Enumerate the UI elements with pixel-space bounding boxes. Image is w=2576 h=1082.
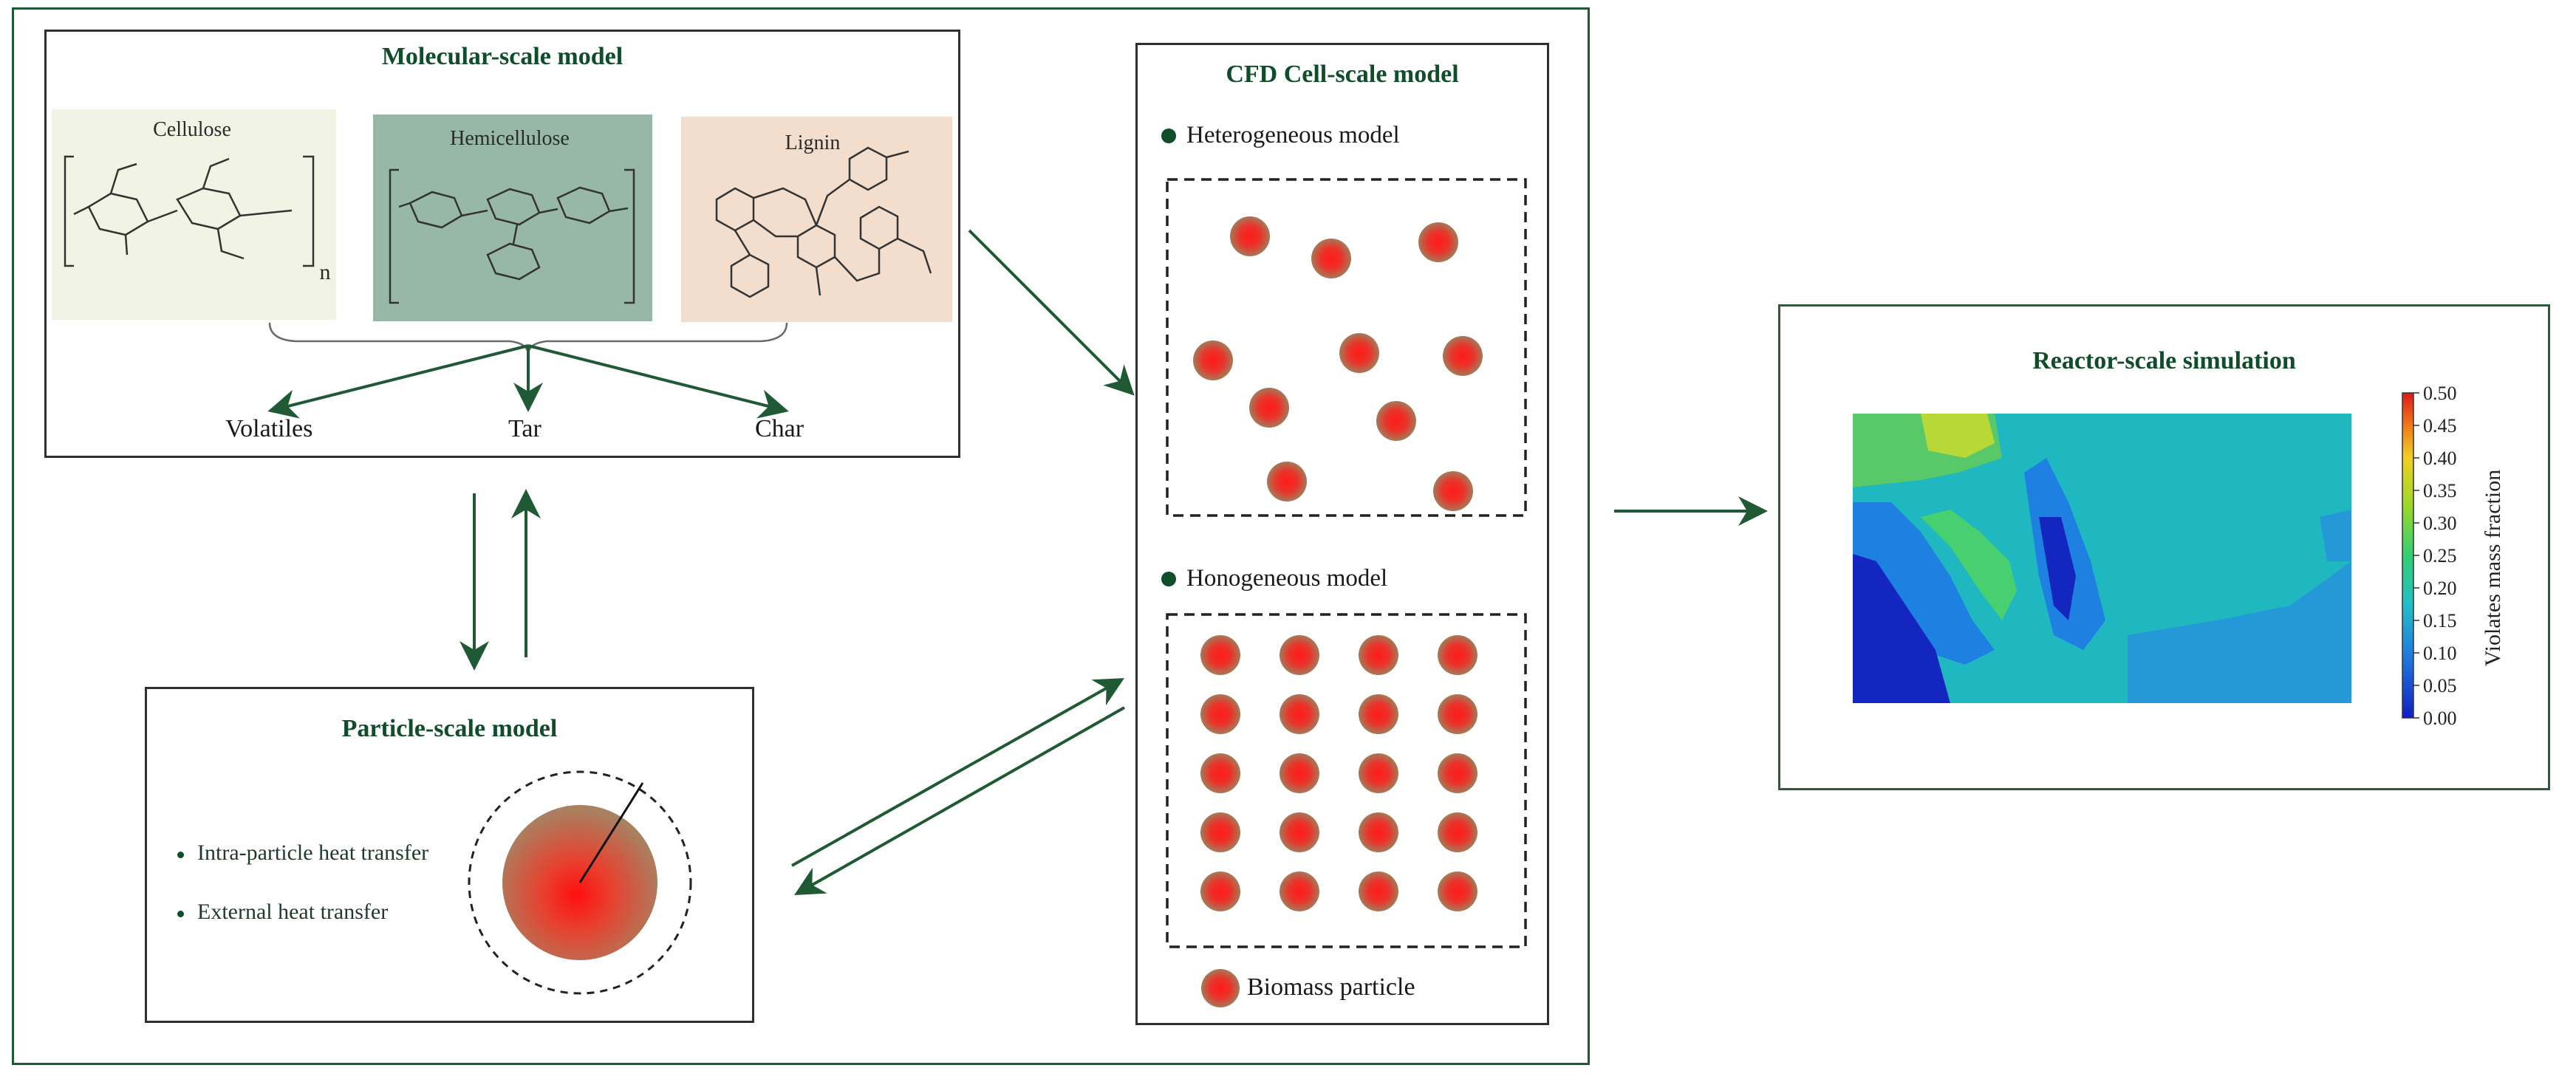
biomass-particle [1418,222,1458,262]
biomass-particle [1200,694,1240,734]
heterogeneous-particles [1193,216,1483,511]
lignin-label: Lignin [785,131,841,154]
biomass-particle [1249,388,1289,428]
biomass-particle [1359,694,1398,734]
biomass-particle [1311,239,1351,278]
biomass-particle [1359,872,1398,911]
colorbar-tick-label: 0.00 [2423,708,2457,729]
biomass-particle [1280,753,1319,793]
cellulose-bracket-right [303,155,315,267]
cellulose-panel [52,109,336,320]
colorbar-tick-label: 0.50 [2423,383,2457,404]
biomass-particle [1200,753,1240,793]
biomass-particle [1438,812,1477,852]
biomass-particle [1359,635,1398,675]
cfd-cell-scale-panel [1135,43,1549,1025]
arrow-particle-to-cfd [791,678,1124,867]
product-tar: Tar [508,415,541,442]
reactor-scale-title: Reactor-scale simulation [2032,347,2296,374]
bullet-dot-icon [177,851,184,858]
particle-bullet-intra: Intra-particle heat transfer [177,840,428,866]
colorbar-tick-label: 0.20 [2423,578,2457,599]
biomass-particle [1443,336,1483,376]
biomass-particle [1280,872,1319,911]
biomass-particle [1280,812,1319,852]
heterogeneous-text: Heterogeneous model [1186,122,1400,148]
biomass-particle [1193,340,1233,380]
biomass-particle [1359,753,1398,793]
biomass-particle [1438,635,1477,675]
bullet-dot-icon [1161,572,1176,586]
homogeneous-region [1166,613,1527,948]
cellulose-label: Cellulose [153,118,231,141]
particle-bullet-intra-text: Intra-particle heat transfer [197,840,429,865]
biomass-particle [1267,462,1307,501]
colorbar-tick-label: 0.45 [2423,415,2457,436]
cfd-cell-scale-title: CFD Cell-scale model [1226,61,1459,88]
particle-scale-title: Particle-scale model [341,715,558,742]
biomass-particle [1438,694,1477,734]
colorbar-ticks: 0.50 0.45 0.40 0.35 0.30 0.25 0.20 0.15 0.10 0.05… [2413,383,2457,729]
colorbar-tick-label: 0.30 [2423,513,2457,534]
particle-bullet-external: External heat transfer [177,900,388,925]
arrow-to-volatiles [267,344,529,419]
surface-indicator [626,782,644,807]
biomass-particle [1230,216,1270,256]
colorbar-tick-label: 0.25 [2423,545,2457,566]
biomass-particle [1200,635,1240,675]
hemicellulose-label: Hemicellulose [450,127,570,150]
particle-boundary-layer [468,770,692,995]
colorbar-tick-label: 0.15 [2423,610,2457,631]
colorbar-tick-label: 0.40 [2423,448,2457,469]
molecule-structures [64,146,932,304]
biomass-particle [1376,401,1416,441]
biomass-particle [1433,471,1473,511]
homogeneous-label: Honogeneous model [1161,565,1387,592]
colorbar-tick-label: 0.05 [2423,675,2457,696]
colorbar [2402,392,2414,719]
biomass-particle [1438,872,1477,911]
cellulose-bracket-left [64,155,74,267]
legend-biomass-particle [1201,969,1240,1007]
colorbar-tick-label: 0.35 [2423,480,2457,501]
heterogeneous-label: Heterogeneous model [1161,122,1400,149]
product-char: Char [755,415,804,442]
colorbar-tick-label: 0.10 [2423,643,2457,664]
hemicellulose-panel [373,114,652,321]
product-volatiles: Volatiles [225,415,313,442]
biomass-particle [1438,753,1477,793]
arrow-to-char [527,344,789,419]
biomass-particle [1280,694,1319,734]
radius-indicator [578,806,629,883]
heterogeneous-region [1166,178,1527,517]
molecular-scale-title: Molecular-scale model [381,43,623,70]
biomass-legend-label: Biomass particle [1247,973,1415,1001]
homogeneous-particles [1200,635,1477,911]
arrow-cfd-to-particle [794,706,1125,895]
hemicellulose-bracket-left [389,168,399,304]
biomass-particle [1280,635,1319,675]
cellulose-subscript: n [319,260,331,284]
bullet-dot-icon [177,910,184,917]
biomass-particle [1200,812,1240,852]
homogeneous-text: Honogeneous model [1186,565,1388,592]
biomass-particle [1339,333,1379,373]
bullet-dot-icon [1161,129,1176,143]
hemicellulose-ring-4 [486,242,541,281]
particle-bullet-external-text: External heat transfer [197,900,389,924]
biomass-particle [1359,812,1398,852]
hemicellulose-bracket-right [624,168,635,304]
reactor-contour-plot [1853,414,2351,703]
arrow-molecular-to-cfd [968,229,1135,396]
biomass-particle [1200,872,1240,911]
